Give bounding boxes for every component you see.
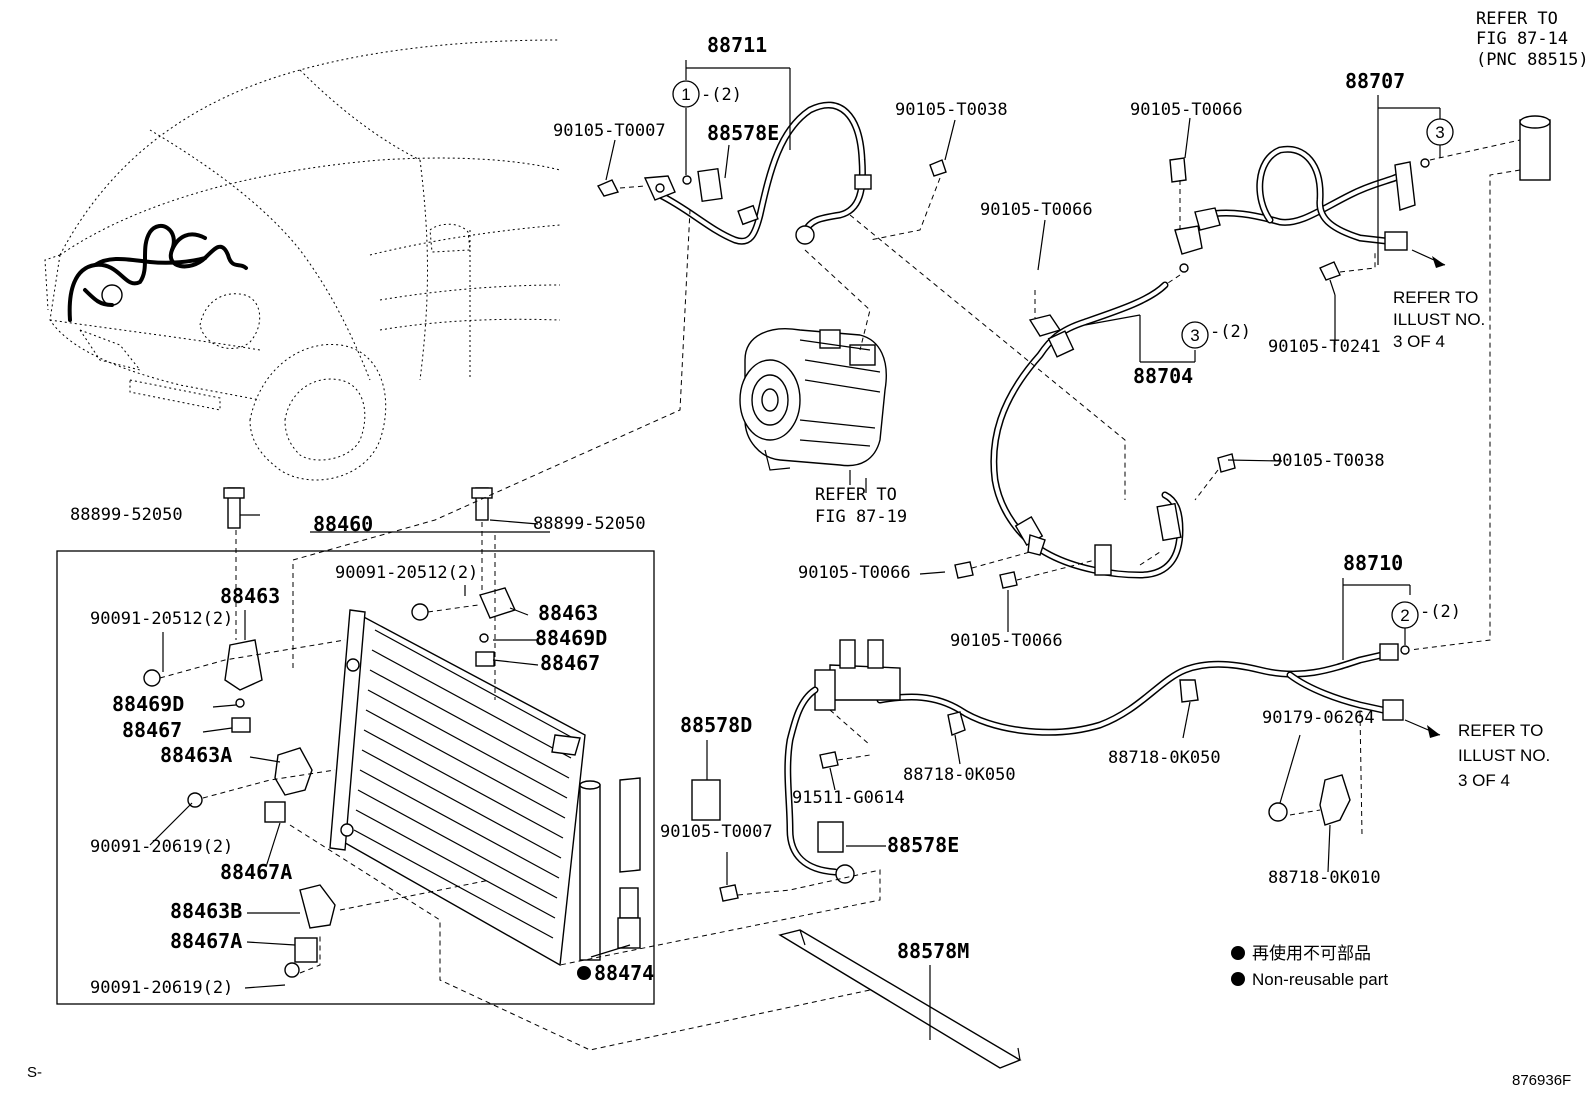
label-88718-0k010: 88718-0K010 — [1268, 868, 1381, 888]
legend-en: Non-reusable part — [1252, 970, 1388, 989]
legend: 再使用不可部品 Non-reusable part — [1231, 943, 1388, 989]
refer-fig-87-19-l1: REFER TO — [815, 485, 897, 505]
misc-parts — [691, 779, 1022, 1069]
label-88474: 88474 — [594, 961, 654, 985]
leader-lines — [149, 60, 1441, 1040]
label-88467-left: 88467 — [122, 718, 182, 742]
label-90091-20512-right: 90091-20512(2) — [335, 563, 478, 583]
legend-jp: 再使用不可部品 — [1252, 943, 1371, 963]
label-88711-qty: -(2) — [701, 85, 742, 105]
part-labels: 88711 -(2) 90105-T0007 88578E 90105-T003… — [70, 9, 1589, 998]
label-90105-t0038-top: 90105-T0038 — [895, 100, 1008, 120]
callout-3-top: 3 — [1435, 123, 1444, 142]
refer-fig-87-19-l2: FIG 87-19 — [815, 507, 907, 527]
refer-illust-b-l2: ILLUST NO. — [1458, 746, 1550, 765]
label-88704: 88704 — [1133, 364, 1193, 388]
callout-3-mid: 3 — [1190, 326, 1199, 345]
vehicle-illustration — [44, 39, 561, 481]
discharge-hose-88711 — [596, 101, 947, 245]
label-88899-52050-right: 88899-52050 — [533, 514, 646, 534]
label-88578m: 88578M — [897, 939, 969, 963]
connector-lines — [804, 214, 1161, 566]
label-90179-06264: 90179-06264 — [1262, 708, 1375, 728]
label-91511-g0614: 91511-G0614 — [792, 788, 905, 808]
label-90091-20619-b: 90091-20619(2) — [90, 978, 233, 998]
label-88718-0k050-a: 88718-0K050 — [903, 765, 1016, 785]
label-88467a-a: 88467A — [220, 860, 292, 884]
refer-fig-87-14-l2: FIG 87-14 — [1476, 29, 1568, 49]
refer-fig-87-14-l1: REFER TO — [1476, 9, 1558, 29]
label-88710: 88710 — [1343, 551, 1403, 575]
label-88899-52050-left: 88899-52050 — [70, 505, 183, 525]
condenser-brackets — [143, 209, 871, 1051]
compressor — [739, 328, 887, 485]
non-reusable-dot-88474 — [577, 966, 591, 980]
callout-circles: 1 3 3 2 — [672, 80, 1454, 629]
label-88718-0k050-b: 88718-0K050 — [1108, 748, 1221, 768]
label-88707: 88707 — [1345, 69, 1405, 93]
label-88710-qty: -(2) — [1420, 602, 1461, 622]
label-88711: 88711 — [707, 33, 767, 57]
suction-tube-88707 — [1164, 145, 1446, 286]
label-88460: 88460 — [313, 512, 373, 536]
refer-illust-a-l3: 3 OF 4 — [1393, 332, 1445, 351]
label-88578e-bot: 88578E — [887, 833, 959, 857]
label-90105-t0066-a: 90105-T0066 — [1130, 100, 1243, 120]
legend-dot-en — [1231, 972, 1245, 986]
liquid-tube-88710 — [559, 453, 1441, 966]
refer-illust-b-l3: 3 OF 4 — [1458, 771, 1510, 790]
condenser-assembly — [56, 550, 655, 1005]
label-88469d-left: 88469D — [112, 692, 184, 716]
callout-2: 2 — [1400, 606, 1409, 625]
expansion-valve — [1409, 115, 1551, 651]
label-88469d-right: 88469D — [535, 626, 607, 650]
label-88467-right: 88467 — [540, 651, 600, 675]
label-88578e-top: 88578E — [707, 121, 779, 145]
refer-illust-b-l1: REFER TO — [1458, 721, 1543, 740]
label-90105-t0066-d: 90105-T0066 — [950, 631, 1063, 651]
refer-fig-87-14-l3: (PNC 88515) — [1476, 50, 1589, 70]
suction-hose-88704 — [990, 281, 1184, 579]
label-88463a: 88463A — [160, 743, 232, 767]
label-88463-right: 88463 — [538, 601, 598, 625]
label-88578d: 88578D — [680, 713, 752, 737]
legend-dot-jp — [1231, 946, 1245, 960]
refer-illust-a-l2: ILLUST NO. — [1393, 310, 1485, 329]
label-90105-t0007-top: 90105-T0007 — [553, 121, 666, 141]
label-90105-t0007-bot: 90105-T0007 — [660, 822, 773, 842]
label-90105-t0241: 90105-T0241 — [1268, 337, 1381, 357]
footer: S- 876936F — [27, 1064, 1571, 1089]
label-90091-20512-left: 90091-20512(2) — [90, 609, 233, 629]
refer-illust-a-l1: REFER TO — [1393, 288, 1478, 307]
callout-1: 1 — [681, 85, 690, 104]
footer-left: S- — [27, 1064, 42, 1081]
label-90091-20619-a: 90091-20619(2) — [90, 837, 233, 857]
label-90105-t0066-c: 90105-T0066 — [798, 563, 911, 583]
label-88467a-b: 88467A — [170, 929, 242, 953]
label-90105-t0066-b: 90105-T0066 — [980, 200, 1093, 220]
label-88463b: 88463B — [170, 899, 242, 923]
footer-right: 876936F — [1512, 1072, 1571, 1089]
label-90105-t0038-mid: 90105-T0038 — [1272, 451, 1385, 471]
label-88704-qty: -(2) — [1210, 322, 1251, 342]
label-88463-left: 88463 — [220, 584, 280, 608]
